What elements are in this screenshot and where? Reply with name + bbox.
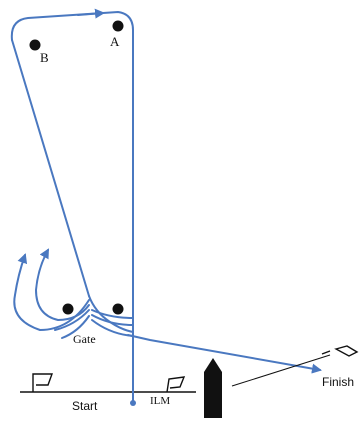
route-diagonal [11,39,90,297]
start-point-icon [130,400,136,406]
gate-loop-left-1 [54,309,90,331]
gate-loop-left-outer [13,253,90,332]
label-b: B [40,50,49,65]
gate-loops [13,248,134,339]
route-path [10,8,322,404]
gate-loop-left-2 [61,315,90,339]
waypoint-b-icon [29,39,41,51]
flag-finish-icon [321,345,359,357]
route-gate-arc-outer [88,295,134,333]
gate-loop-left-inner [34,248,90,322]
obstacle-post-icon [204,358,222,418]
gate-post-right-icon [112,303,124,315]
waypoint-a-icon [112,20,124,32]
label-a: A [110,34,120,49]
waypoints [29,20,136,406]
gate-loop-right-3 [91,319,134,337]
route-top-arrow [77,8,105,19]
label-start: Start [72,399,98,413]
label-gate: Gate [73,332,96,346]
gate-loop-right-2 [91,314,134,326]
finish-line [231,354,331,387]
gate-loop-right-1 [91,309,134,319]
label-finish: Finish [322,375,354,389]
flag-ilm-icon [166,376,186,393]
gate-post-left-icon [62,303,74,315]
route-exit-to-finish [127,334,322,374]
flag-start-icon [32,373,53,392]
label-ilm: ILM [150,395,170,407]
route-top-segment [10,11,134,41]
